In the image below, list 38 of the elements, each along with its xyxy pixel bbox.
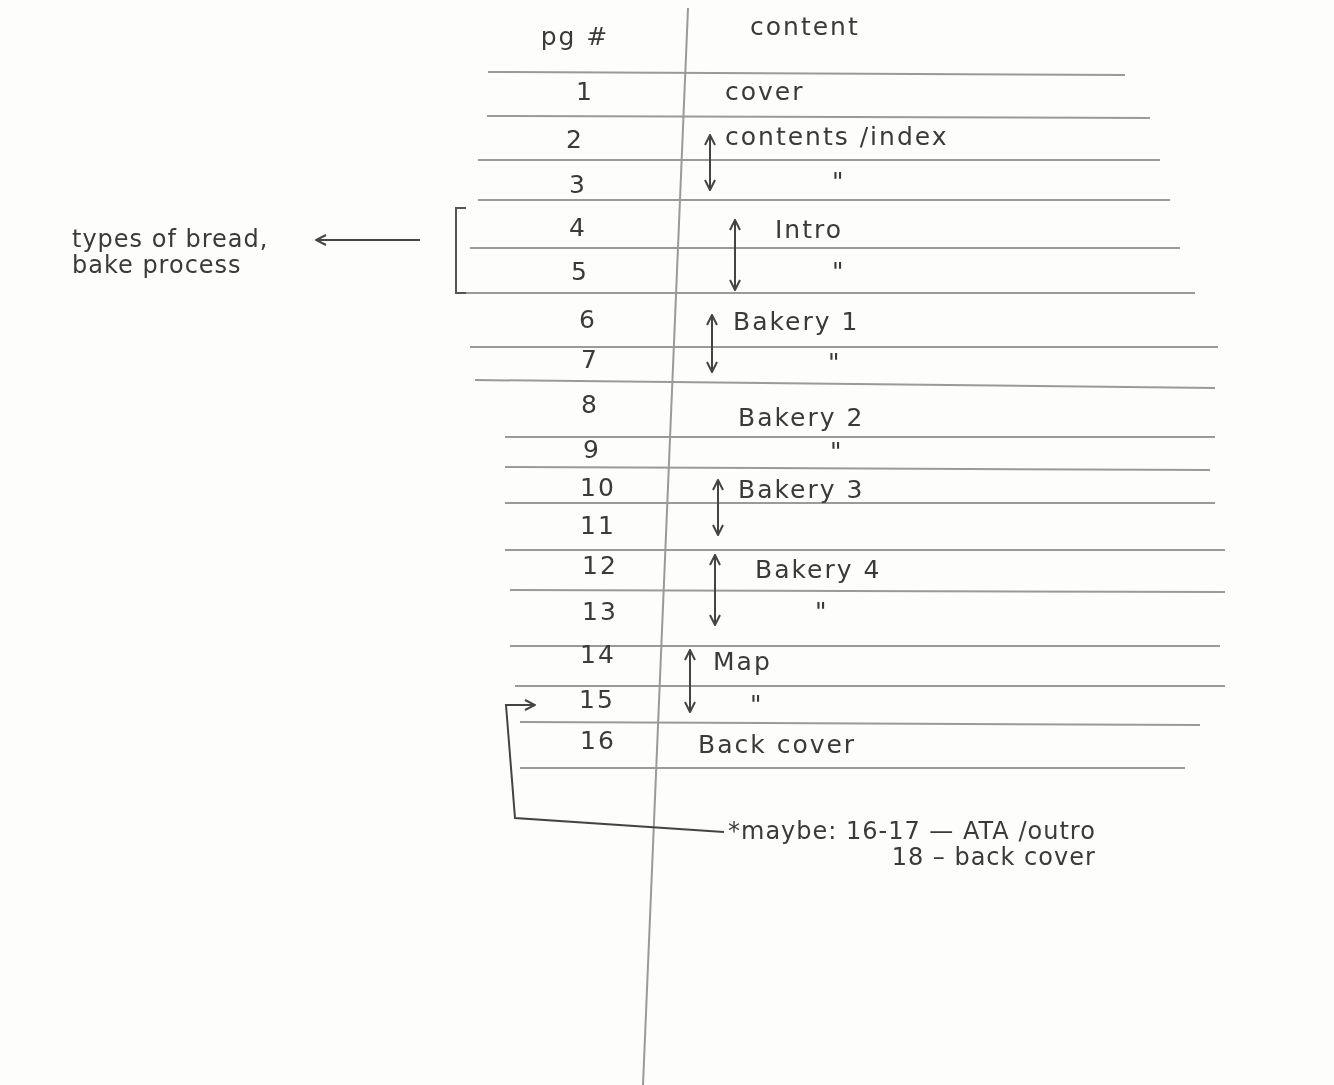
content-text: " bbox=[832, 257, 846, 287]
content-text: Back cover bbox=[698, 730, 857, 760]
content-text: " bbox=[828, 348, 842, 378]
content-text: cover bbox=[725, 77, 805, 107]
content-text: " bbox=[750, 690, 764, 720]
page-number: 2 bbox=[566, 125, 584, 155]
page-number: 15 bbox=[579, 685, 615, 715]
column-header: pg # bbox=[540, 22, 610, 52]
content-text: Map bbox=[713, 647, 772, 677]
content-text: contents /index bbox=[725, 122, 949, 152]
content-text: Bakery 2 bbox=[738, 403, 865, 433]
page-number: 8 bbox=[581, 390, 599, 420]
page-number: 14 bbox=[580, 640, 616, 670]
page-number: 3 bbox=[569, 170, 587, 200]
arrow bbox=[315, 234, 421, 246]
content-text: " bbox=[832, 167, 846, 197]
page-number: 12 bbox=[582, 551, 618, 581]
page-number: 16 bbox=[580, 726, 616, 756]
page-number: 5 bbox=[571, 257, 589, 287]
content-text: Intro bbox=[775, 215, 844, 245]
page-number: 10 bbox=[580, 473, 616, 503]
content-text: Bakery 1 bbox=[733, 307, 860, 337]
page-number: 9 bbox=[583, 435, 601, 465]
page-number: 4 bbox=[569, 213, 587, 243]
page-number: 6 bbox=[579, 305, 597, 335]
page-number: 1 bbox=[576, 77, 594, 107]
content-text: " bbox=[815, 597, 829, 627]
content-text: Bakery 4 bbox=[755, 555, 882, 585]
note-text: 18 – back cover bbox=[890, 844, 1096, 870]
note-text: *maybe: 16-17 — ATA /outro bbox=[728, 818, 1096, 844]
page-number: 7 bbox=[581, 345, 599, 375]
page-number: 13 bbox=[582, 597, 618, 627]
column-header: content bbox=[750, 12, 860, 42]
content-text: Bakery 3 bbox=[738, 475, 865, 505]
content-text: " bbox=[830, 437, 844, 467]
arrow bbox=[504, 699, 725, 833]
note-text: types of bread, bake process bbox=[72, 226, 270, 278]
page-number: 11 bbox=[580, 511, 616, 541]
